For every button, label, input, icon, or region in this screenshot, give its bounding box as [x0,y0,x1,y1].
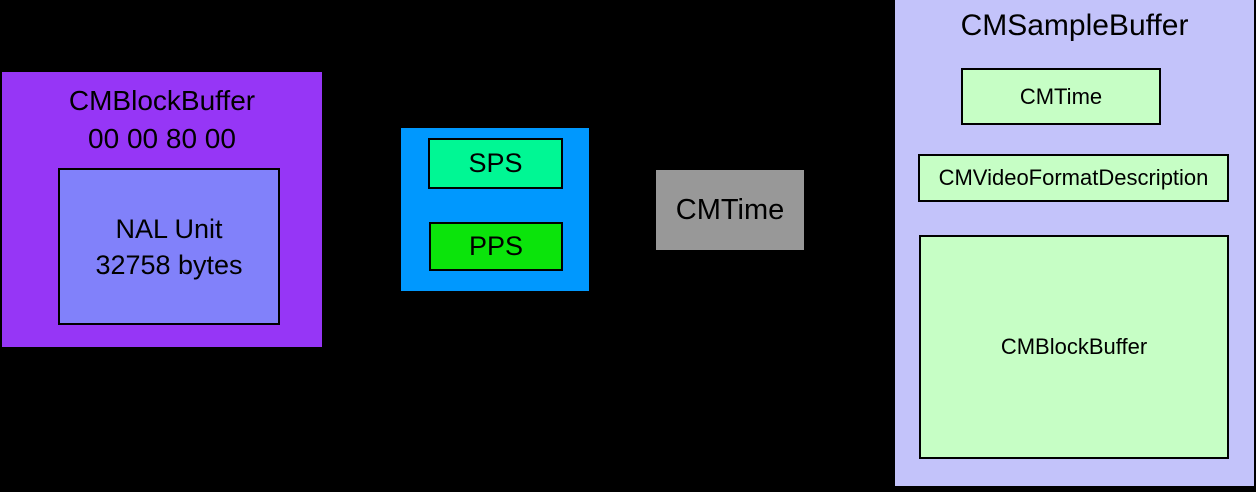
nal-unit-box: NAL Unit 32758 bytes [58,168,280,325]
cmblockbuffer-title: CMBlockBuffer 00 00 80 00 [2,72,322,158]
nal-unit-size: 32758 bytes [95,249,243,280]
nal-unit-label: NAL Unit [115,213,223,244]
sps-label: SPS [468,148,523,178]
pps-box: PPS [429,222,563,271]
cmblockbuffer-start-code: 00 00 80 00 [88,123,236,154]
samplebuffer-videoformatdescription-label: CMVideoFormatDescription [938,165,1209,190]
sps-box: SPS [428,138,563,189]
cmblockbuffer-box: CMBlockBuffer 00 00 80 00 NAL Unit 32758… [2,72,322,347]
cmtime-box: CMTime [656,170,804,250]
cmblockbuffer-title-line1: CMBlockBuffer [68,85,256,116]
samplebuffer-cmblockbuffer-label: CMBlockBuffer [1000,334,1148,359]
cmtime-label: CMTime [675,193,785,226]
pps-label: PPS [468,231,524,261]
cmsamplebuffer-title: CMSampleBuffer [960,9,1189,42]
samplebuffer-cmtime-label: CMTime [1019,83,1103,109]
samplebuffer-videoformatdescription-box: CMVideoFormatDescription [918,154,1229,202]
cmsamplebuffer-box: CMSampleBuffer CMTime CMVideoFormatDescr… [895,0,1254,486]
parameter-sets-box: SPS PPS [401,128,589,291]
samplebuffer-cmtime-box: CMTime [961,68,1161,125]
samplebuffer-cmblockbuffer-box: CMBlockBuffer [919,235,1229,459]
